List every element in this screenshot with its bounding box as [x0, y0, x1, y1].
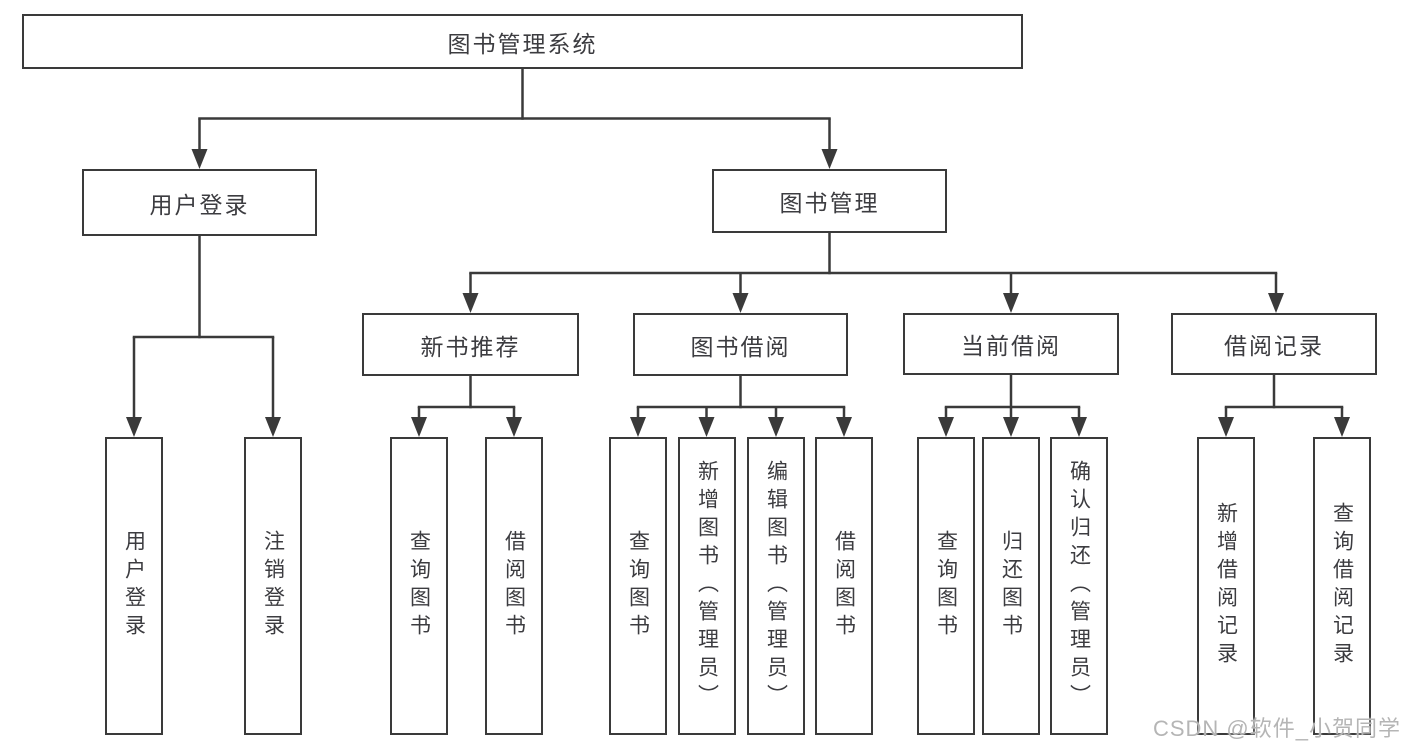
arrowhead	[1071, 417, 1087, 437]
node-leaf-query-books-3-label: 查询图书	[934, 530, 958, 642]
node-user-login: 用户登录	[82, 169, 317, 236]
node-new-book-recommendation-label: 新书推荐	[420, 333, 521, 360]
node-user-login-label: 用户登录	[149, 191, 250, 218]
node-leaf-confirm-return-admin-label: 确认归还（管理员）	[1067, 460, 1091, 712]
node-leaf-query-books-2-label: 查询图书	[626, 530, 650, 642]
arrowhead	[265, 417, 281, 437]
arrowhead	[630, 417, 646, 437]
node-book-borrowing: 图书借阅	[633, 313, 848, 376]
node-leaf-confirm-return-admin: 确认归还（管理员）	[1050, 437, 1108, 735]
arrowhead	[768, 417, 784, 437]
arrowhead	[836, 417, 852, 437]
node-leaf-query-books-3: 查询图书	[917, 437, 975, 735]
node-leaf-add-borrow-record: 新增借阅记录	[1197, 437, 1255, 735]
node-leaf-query-borrow-record: 查询借阅记录	[1313, 437, 1371, 735]
node-leaf-logout-label: 注销登录	[261, 530, 285, 642]
arrowhead	[191, 149, 208, 169]
node-leaf-borrow-books-1-label: 借阅图书	[502, 530, 526, 642]
node-current-borrowing-label: 当前借阅	[961, 333, 1061, 359]
node-book-management-label: 图书管理	[779, 190, 880, 216]
node-leaf-return-books-label: 归还图书	[999, 530, 1023, 642]
node-book-management: 图书管理	[712, 169, 947, 233]
arrowhead	[1268, 293, 1284, 313]
arrowhead	[1334, 417, 1350, 437]
node-new-book-recommendation: 新书推荐	[362, 313, 579, 376]
node-leaf-add-borrow-record-label: 新增借阅记录	[1214, 502, 1238, 670]
node-book-borrowing-label: 图书借阅	[690, 333, 791, 360]
node-leaf-user-login: 用户登录	[105, 437, 163, 735]
node-leaf-edit-books-admin: 编辑图书（管理员）	[747, 437, 805, 735]
node-leaf-query-books-2: 查询图书	[609, 437, 667, 735]
node-root: 图书管理系统	[22, 14, 1023, 69]
node-leaf-query-books-1-label: 查询图书	[407, 530, 431, 642]
node-leaf-query-books-1: 查询图书	[390, 437, 448, 735]
edges-borrow-record-children	[1218, 375, 1350, 437]
arrowhead	[1003, 293, 1019, 313]
edges-current-borrow-children	[938, 375, 1087, 437]
edges-book-mgmt-children	[462, 233, 1284, 313]
node-leaf-user-login-label: 用户登录	[122, 530, 146, 642]
arrowhead	[462, 293, 479, 313]
edges-book-borrow-children	[630, 376, 852, 437]
edges-user-login-children	[126, 235, 281, 437]
node-leaf-return-books: 归还图书	[982, 437, 1040, 735]
node-leaf-borrow-books-1: 借阅图书	[485, 437, 543, 735]
arrowhead	[1218, 417, 1234, 437]
arrowhead	[732, 293, 749, 313]
node-leaf-add-books-admin-label: 新增图书（管理员）	[695, 460, 719, 712]
csdn-watermark: CSDN @软件_小贺同学	[1152, 716, 1401, 741]
node-leaf-borrow-books-2: 借阅图书	[815, 437, 873, 735]
node-leaf-add-books-admin: 新增图书（管理员）	[678, 437, 736, 735]
node-root-label: 图书管理系统	[447, 30, 598, 57]
node-leaf-edit-books-admin-label: 编辑图书（管理员）	[764, 460, 788, 712]
arrowhead	[698, 417, 715, 437]
arrowhead	[411, 417, 427, 437]
node-leaf-borrow-books-2-label: 借阅图书	[832, 530, 856, 642]
arrowhead	[938, 417, 954, 437]
node-current-borrowing: 当前借阅	[903, 313, 1119, 375]
arrowhead	[506, 417, 522, 437]
node-borrowing-records: 借阅记录	[1171, 313, 1377, 375]
edges-new-book-rec-children	[411, 376, 522, 437]
edges-root-to-level2	[191, 69, 838, 169]
arrowhead	[1003, 417, 1019, 437]
arrowhead	[821, 149, 838, 169]
node-leaf-query-borrow-record-label: 查询借阅记录	[1330, 502, 1354, 670]
node-leaf-logout: 注销登录	[244, 437, 302, 735]
arrowhead	[126, 417, 142, 437]
node-borrowing-records-label: 借阅记录	[1224, 333, 1324, 359]
